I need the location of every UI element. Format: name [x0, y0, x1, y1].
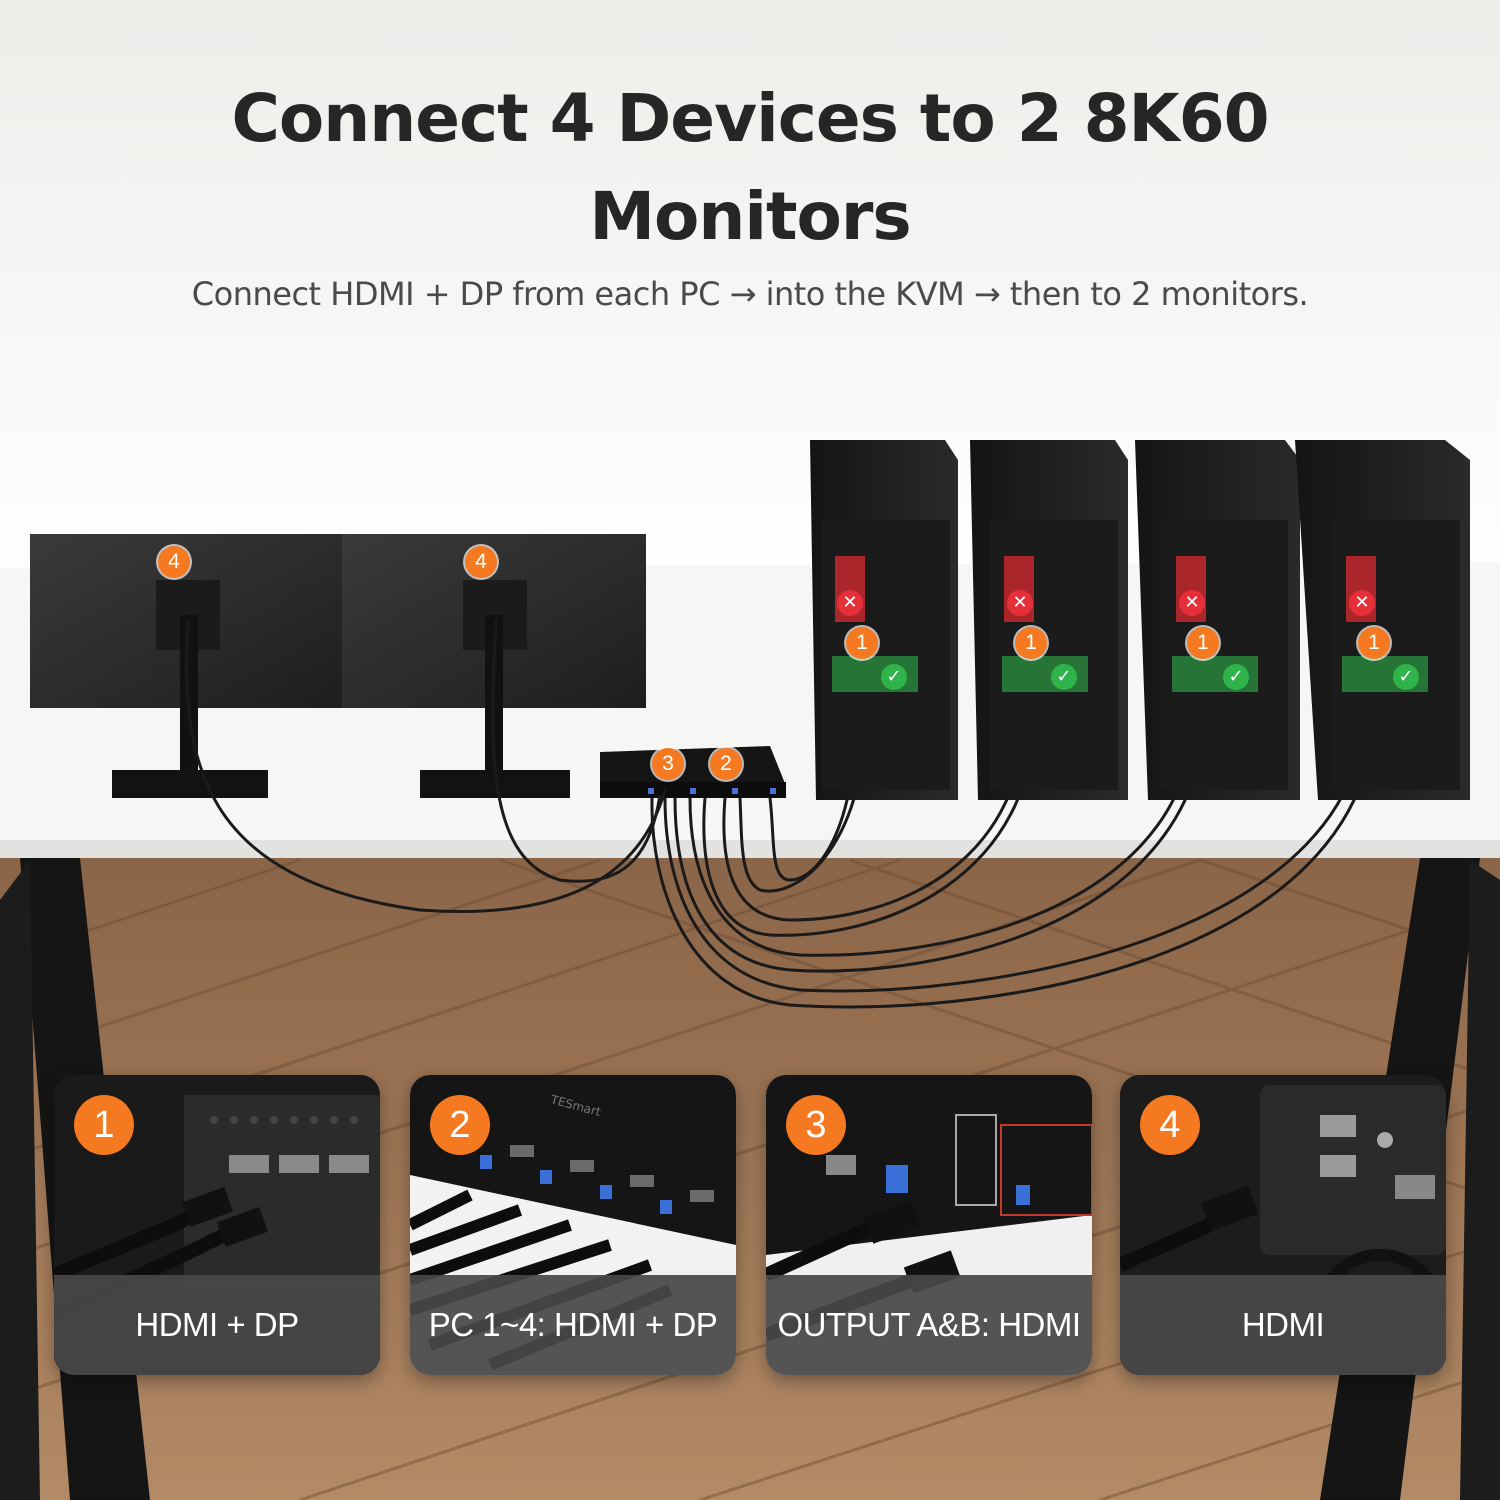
- kvm-switch: [600, 746, 786, 798]
- headline-line-1: Connect 4 Devices to 2 8K60: [231, 80, 1269, 157]
- step-cards: 1 HDMI + DP TESmart 2 PC 1~4: HDMI + DP: [54, 1075, 1446, 1375]
- subheadline: Connect HDMI + DP from each PC → into th…: [191, 275, 1309, 313]
- step-card-3: 3 OUTPUT A&B: HDMI: [766, 1075, 1092, 1375]
- step-label: OUTPUT A&B: HDMI: [766, 1275, 1092, 1375]
- step-label: HDMI + DP: [54, 1275, 380, 1375]
- badge-kvm-input: 2: [710, 748, 742, 780]
- badge-monitor-right: 4: [465, 546, 497, 578]
- pc-tower-3: [1135, 440, 1300, 800]
- pc-tower-2: [970, 440, 1128, 800]
- step-card-2: TESmart 2 PC 1~4: HDMI + DP: [410, 1075, 736, 1375]
- badge-pc-3: 1: [1187, 627, 1219, 659]
- headline: Connect 4 Devices to 2 8K60 Monitors: [0, 70, 1500, 266]
- badge-pc-2: 1: [1015, 627, 1047, 659]
- step-number: 1: [74, 1095, 134, 1155]
- correct-port-icon: ✓: [1051, 664, 1077, 690]
- correct-port-icon: ✓: [881, 664, 907, 690]
- wrong-port-icon: ✕: [1179, 590, 1205, 616]
- step-number: 3: [786, 1095, 846, 1155]
- badge-pc-4: 1: [1358, 627, 1390, 659]
- badge-kvm-output: 3: [652, 748, 684, 780]
- correct-port-icon: ✓: [1223, 664, 1249, 690]
- step-label: PC 1~4: HDMI + DP: [410, 1275, 736, 1375]
- step-number: 2: [430, 1095, 490, 1155]
- pc-tower-4: [1295, 440, 1470, 800]
- wrong-port-icon: ✕: [1007, 590, 1033, 616]
- desk-leg-right-back: [1460, 860, 1500, 1500]
- desk-edge: [0, 840, 1500, 858]
- correct-port-icon: ✓: [1393, 664, 1419, 690]
- wrong-port-icon: ✕: [837, 590, 863, 616]
- cables: [185, 619, 1377, 1009]
- desk-leg-left-back: [0, 860, 40, 1500]
- headline-line-2: Monitors: [589, 178, 911, 255]
- badge-pc-1: 1: [846, 627, 878, 659]
- pc-tower-1: [810, 440, 958, 800]
- wrong-port-icon: ✕: [1349, 590, 1375, 616]
- step-label: HDMI: [1120, 1275, 1446, 1375]
- badge-monitor-left: 4: [158, 546, 190, 578]
- step-card-1: 1 HDMI + DP: [54, 1075, 380, 1375]
- step-number: 4: [1140, 1095, 1200, 1155]
- step-card-4: 4 HDMI: [1120, 1075, 1446, 1375]
